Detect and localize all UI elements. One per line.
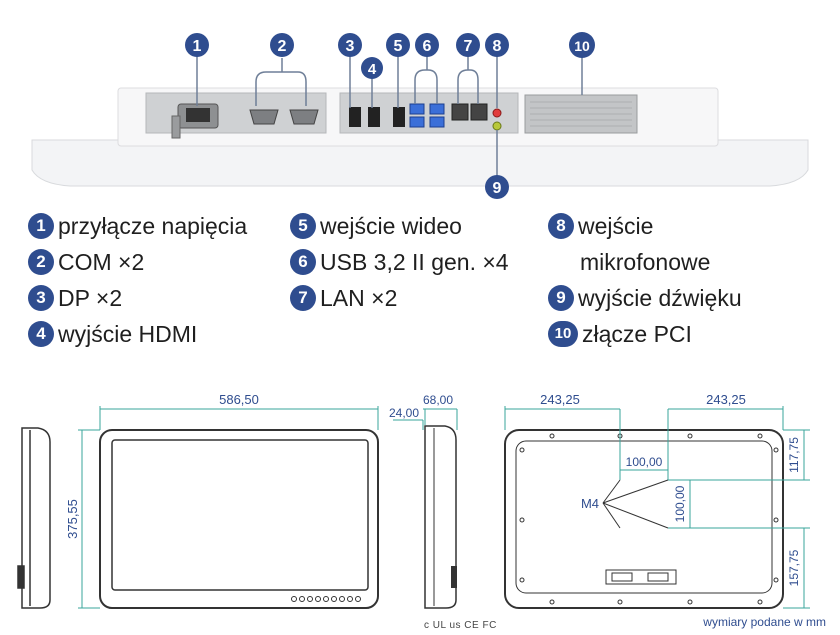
com-port-icon [249, 109, 319, 125]
legend-label: złącze PCI [582, 320, 692, 347]
svg-text:1: 1 [193, 38, 202, 55]
legend-number: 1 [28, 212, 54, 239]
svg-text:3: 3 [346, 38, 355, 55]
callout: 9 [485, 175, 509, 199]
legend-number: 6 [290, 248, 316, 275]
legend-number: 9 [548, 284, 574, 311]
svg-text:2: 2 [278, 38, 287, 55]
units-footnote: wymiary podane w mm [703, 615, 826, 629]
dim-rear-right: 243,25 [706, 392, 746, 407]
legend-label: wyjście HDMI [58, 320, 198, 347]
dp-port-icon [349, 107, 380, 127]
usb-port-icon [409, 103, 445, 128]
callout: 10 [569, 32, 595, 58]
dim-rear-left: 243,25 [540, 392, 580, 407]
front-view: 586,50 375,55 [65, 392, 379, 609]
hdmi-port-icon [393, 107, 405, 127]
dim-vesa-h: 100,00 [626, 455, 663, 469]
rear-view: 243,25 243,25 100,00 100,00 117,75 157,7… [504, 392, 810, 609]
io-panel: 1 2 3 4 5 6 7 8 [31, 32, 809, 199]
legend-label: USB 3,2 II gen. ×4 [320, 248, 509, 275]
svg-text:8: 8 [493, 38, 502, 55]
callout: 5 [386, 33, 410, 57]
callout: 8 [485, 33, 509, 57]
side-view-right: 24,00 68,00 [389, 393, 458, 609]
dim-bottom-offset: 157,75 [787, 549, 801, 586]
callout: 3 [338, 33, 362, 57]
legend-number: 10 [548, 320, 578, 347]
legend-number: 4 [28, 320, 54, 347]
svg-text:4: 4 [368, 61, 377, 78]
screw-label: M4 [581, 496, 599, 511]
certification-marks: c UL us CE FC [424, 620, 497, 631]
dim-depth-total: 68,00 [423, 393, 453, 407]
svg-text:6: 6 [423, 38, 432, 55]
legend-item-continuation: mikrofonowe [580, 245, 710, 275]
legend-label: wejście wideo [320, 212, 462, 239]
callout: 4 [361, 57, 383, 79]
dim-depth-bezel: 24,00 [389, 406, 419, 420]
callout: 7 [456, 33, 480, 57]
audio-output-icon [492, 121, 502, 131]
legend-number: 2 [28, 248, 54, 275]
dim-vesa-v: 100,00 [673, 485, 687, 522]
callout: 2 [270, 33, 294, 57]
legend-label: wyjście dźwięku [578, 284, 742, 311]
callout: 1 [185, 33, 209, 57]
callout: 6 [415, 33, 439, 57]
power-connector-icon [171, 103, 219, 139]
legend-label: wejście [578, 212, 654, 239]
legend-label: mikrofonowe [580, 248, 711, 275]
legend-number: 7 [290, 284, 316, 311]
svg-text:5: 5 [394, 38, 403, 55]
legend-label: COM ×2 [58, 248, 145, 275]
dim-width: 586,50 [219, 392, 259, 407]
dim-height: 375,55 [65, 499, 80, 539]
legend-number: 3 [28, 284, 54, 311]
lan-port-icon [451, 103, 488, 121]
dim-top-offset: 117,75 [787, 437, 801, 473]
svg-text:10: 10 [574, 38, 590, 54]
legend-number: 8 [548, 212, 574, 239]
svg-text:7: 7 [464, 38, 473, 55]
mic-input-icon [492, 108, 502, 118]
legend-label: DP ×2 [58, 284, 123, 311]
svg-text:9: 9 [493, 180, 502, 197]
side-view-left [17, 427, 51, 609]
legend-label: przyłącze napięcia [58, 212, 248, 239]
legend-label: LAN ×2 [320, 284, 398, 311]
legend-number: 5 [290, 212, 316, 239]
